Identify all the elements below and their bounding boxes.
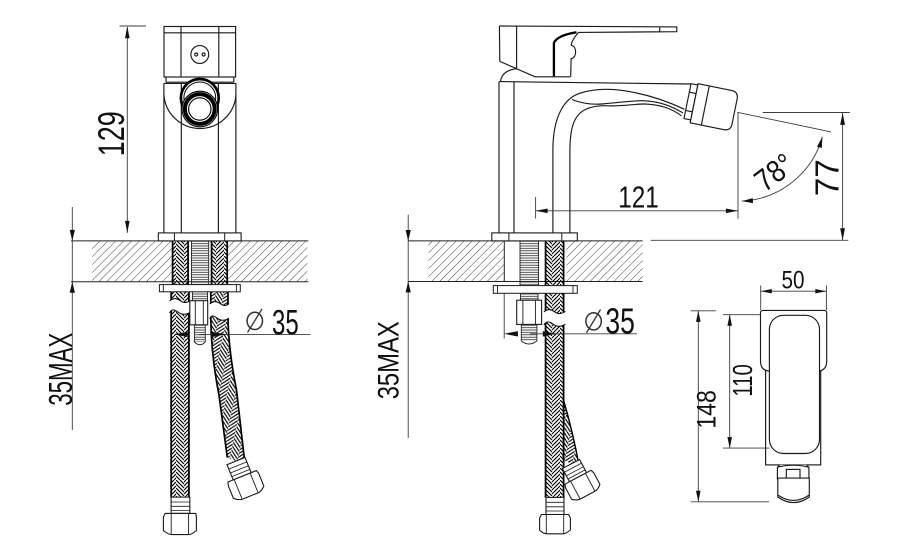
- svg-text:35MAX: 35MAX: [373, 321, 406, 399]
- svg-text:110: 110: [727, 364, 758, 397]
- svg-text:129: 129: [91, 111, 132, 156]
- svg-text:121: 121: [618, 180, 659, 215]
- svg-text:148: 148: [692, 390, 722, 429]
- svg-text:77: 77: [810, 159, 847, 196]
- svg-text:35: 35: [272, 302, 299, 342]
- svg-text:50: 50: [782, 267, 805, 295]
- svg-text:35: 35: [605, 301, 635, 342]
- svg-text:35MAX: 35MAX: [43, 333, 80, 406]
